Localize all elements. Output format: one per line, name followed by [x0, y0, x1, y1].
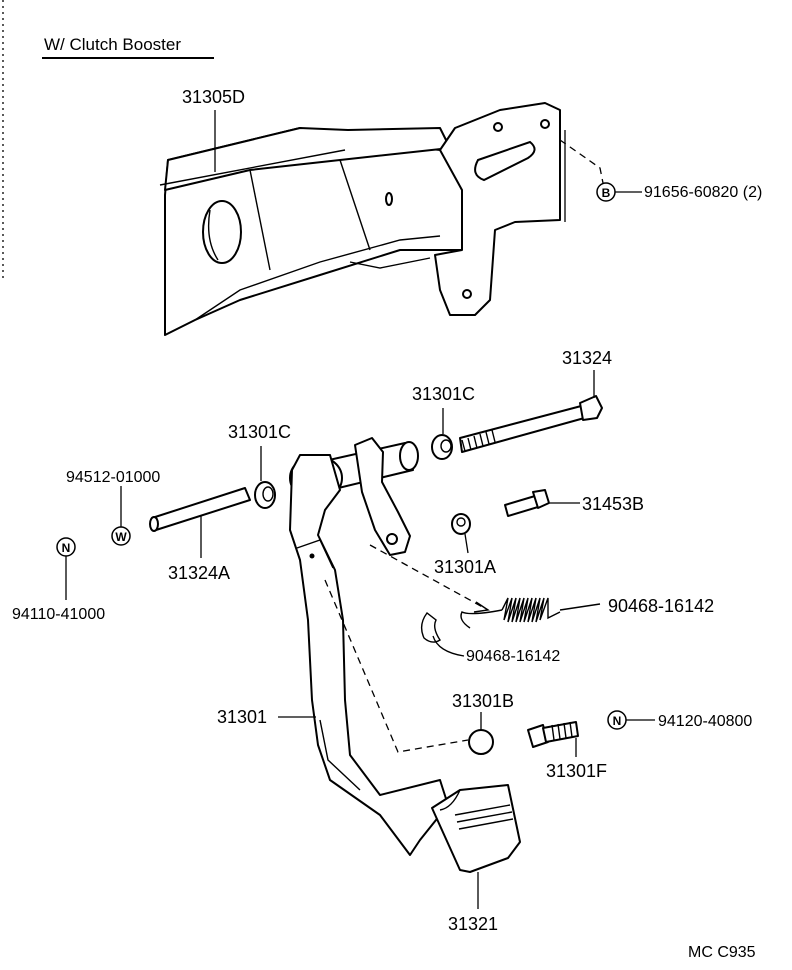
- diagram-title: W/ Clutch Booster: [44, 35, 181, 54]
- svg-text:W: W: [115, 530, 127, 544]
- svg-text:N: N: [613, 714, 622, 728]
- label-31453B: 31301A: [434, 557, 496, 577]
- washer-symbol: W: [111, 526, 131, 546]
- nut-right-symbol: N: [607, 710, 627, 730]
- return-spring-31301A: [460, 597, 601, 629]
- label-31301C-left: 31301C: [228, 422, 291, 442]
- pedal-lever-31301: [289, 437, 449, 856]
- nut-left-symbol: N: [56, 537, 76, 557]
- label-91656-60820: 91656-60820 (2): [644, 184, 762, 201]
- clevis-pin-31453A: [504, 489, 550, 517]
- label-31301A: 90468-16142: [608, 596, 714, 616]
- label-31301B: 31301B: [452, 691, 514, 711]
- bolt-31324: [459, 370, 603, 453]
- label-31301C-right: 31301C: [412, 384, 475, 404]
- label-31324A: 31324A: [168, 563, 230, 583]
- label-90468-16142-text: 90468-16142: [466, 648, 560, 665]
- label-31453A: 31453B: [582, 494, 644, 514]
- label-31301: 31301: [217, 707, 267, 727]
- label-31324: 31324: [562, 348, 612, 368]
- label-31301F: 31301F: [546, 761, 607, 781]
- label-94512-01000: 94512-01000: [66, 469, 160, 486]
- svg-text:B: B: [602, 186, 611, 200]
- label-94110-41000: 94110-41000: [12, 606, 105, 623]
- label-31305D: 31305D: [182, 87, 245, 107]
- clip-90468-16142: [420, 612, 465, 657]
- bushing-31453B: [451, 513, 471, 554]
- bushing-31301C-left: [254, 481, 276, 509]
- label-94120-40800: 94120-40800: [658, 713, 752, 730]
- svg-text:N: N: [62, 541, 71, 555]
- stopper-31301B: [468, 712, 494, 755]
- pedal-pad-31321: [431, 784, 521, 873]
- collar-31324A: [149, 487, 251, 558]
- bracket-31305D: [159, 102, 561, 336]
- stopper-bolt-31301F: [527, 721, 579, 757]
- bolt-b-symbol: B: [596, 182, 616, 202]
- diagram-code: MC C935: [688, 944, 756, 961]
- bushing-31301C-right: [431, 434, 453, 460]
- label-31321: 31321: [448, 914, 498, 934]
